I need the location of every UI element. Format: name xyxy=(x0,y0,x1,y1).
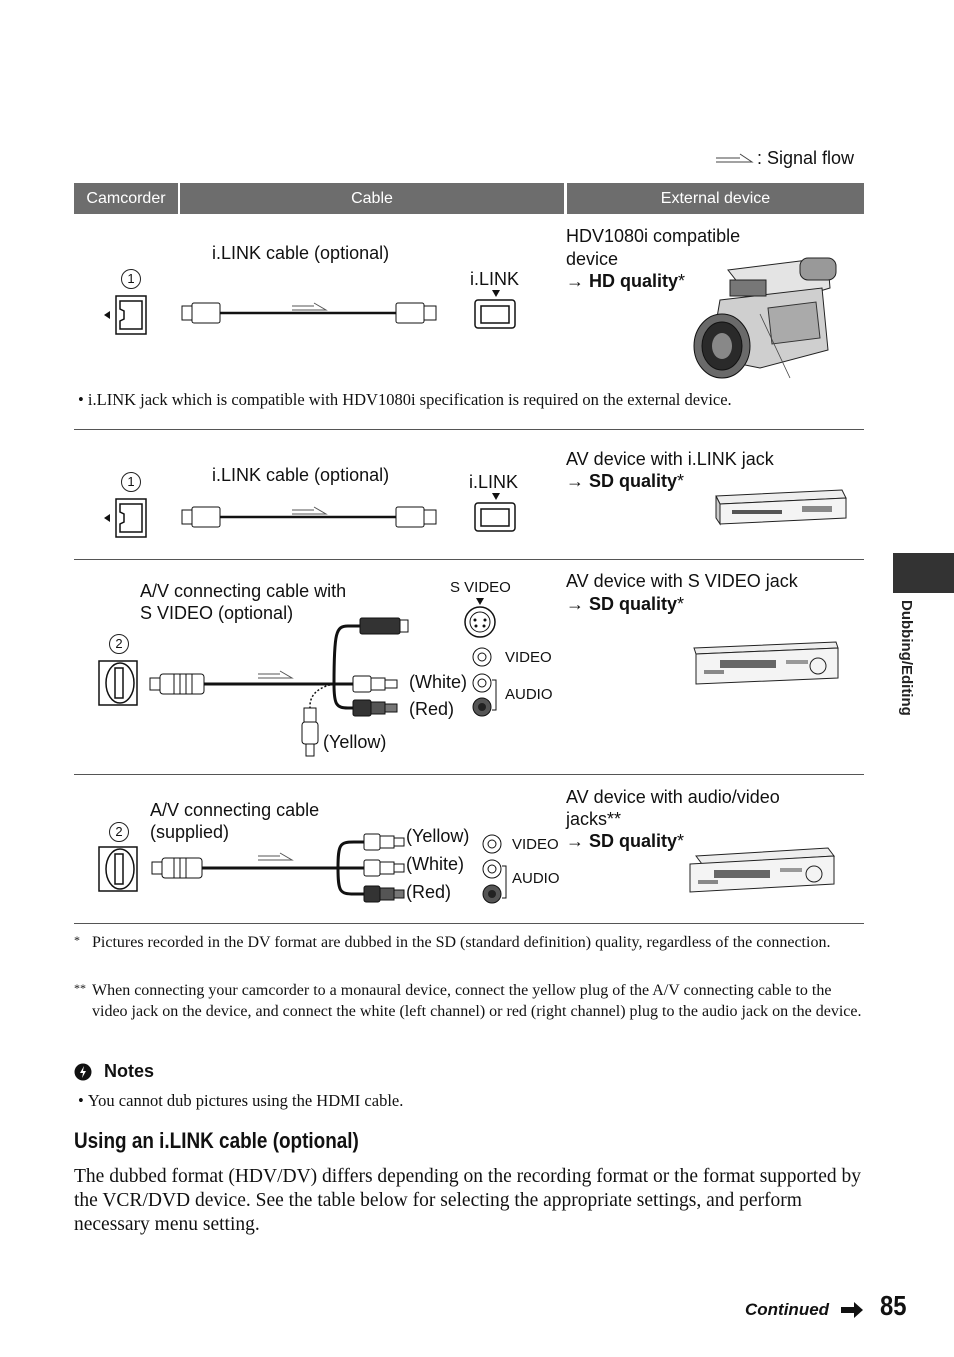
ilink-requirement-bullet: • i.LINK jack which is compatible with H… xyxy=(78,390,732,409)
quality-mark: * xyxy=(678,271,686,291)
row-divider xyxy=(74,429,864,430)
camcorder-av-jack-icon xyxy=(98,660,138,706)
notes-icon xyxy=(74,1063,92,1080)
quality: SD quality xyxy=(589,594,678,614)
side-tab-label: Dubbing/Editing xyxy=(898,600,915,716)
device-ilink-jack-icon xyxy=(474,493,516,532)
vcr-illustration-icon xyxy=(689,847,835,893)
section-body: The dubbed format (HDV/DV) differs depen… xyxy=(74,1166,861,1235)
device-name: HDV1080i compatible xyxy=(566,226,741,246)
dvd-player-illustration-icon xyxy=(715,489,847,526)
av-cable-icon xyxy=(151,833,405,903)
quality-line: → SD quality* xyxy=(566,593,684,615)
continued-label: Continued xyxy=(745,1300,830,1319)
video-jack-label: VIDEO xyxy=(512,836,559,853)
device-name: AV device with audio/video xyxy=(566,787,780,807)
quality-line: → SD quality* xyxy=(566,470,684,492)
signal-flow-arrow-icon xyxy=(716,153,754,163)
white-plug-label: (White) xyxy=(406,854,464,874)
quality-mark: * xyxy=(677,831,685,851)
red-plug-label: (Red) xyxy=(406,882,452,902)
cable-label: A/V connecting cable with xyxy=(140,581,347,601)
device-name: AV device with S VIDEO jack xyxy=(566,571,798,591)
audio-jack-label: AUDIO xyxy=(512,870,560,887)
note-item: • You cannot dub pictures using the HDMI… xyxy=(78,1091,404,1110)
camcorder-ilink-jack-icon xyxy=(104,498,147,538)
arrow-right-icon: → xyxy=(566,831,584,851)
signal-flow-legend: : Signal flow xyxy=(757,148,855,168)
arrow-right-icon: → xyxy=(566,271,584,291)
camcorder-av-jack-icon xyxy=(98,846,138,892)
header-external-device: External device xyxy=(567,183,864,214)
device-name-2: device xyxy=(566,249,619,269)
video-jack-label: VIDEO xyxy=(505,649,552,666)
device-ilink-jack-icon xyxy=(474,290,516,329)
audio-jack-label: AUDIO xyxy=(505,686,553,703)
notes-heading: Notes xyxy=(74,1061,154,1082)
cable-label: i.LINK cable (optional) xyxy=(212,465,390,485)
quality-mark: * xyxy=(677,471,685,491)
quality: HD quality xyxy=(589,271,679,291)
quality-mark: * xyxy=(677,594,685,614)
device-name: AV device with i.LINK jack xyxy=(566,449,774,469)
yellow-plug-label: (Yellow) xyxy=(323,732,387,752)
row-divider xyxy=(74,774,864,775)
header-camcorder: Camcorder xyxy=(74,183,178,214)
section-title: Using an i.LINK cable (optional) xyxy=(74,1128,359,1153)
yellow-plug-label: (Yellow) xyxy=(406,826,470,846)
jack-label: i.LINK xyxy=(469,472,519,492)
continued-arrow-icon xyxy=(841,1302,863,1318)
svideo-label: S VIDEO xyxy=(450,579,511,596)
camcorder-ilink-jack-icon xyxy=(104,295,147,335)
device-av-jacks-icon xyxy=(482,834,507,904)
row-divider xyxy=(74,923,864,924)
arrow-right-icon: → xyxy=(566,594,584,614)
white-plug-label: (White) xyxy=(409,672,467,692)
footnote-1: * Pictures recorded in the DV format are… xyxy=(74,933,831,951)
quality: SD quality xyxy=(589,471,678,491)
step-number: 1 xyxy=(121,269,141,289)
row-divider xyxy=(74,559,864,560)
arrow-right-icon: → xyxy=(566,471,584,491)
quality-line: → SD quality* xyxy=(566,830,684,852)
cable-label-2: S VIDEO (optional) xyxy=(140,603,294,623)
av-svideo-cable-icon xyxy=(149,617,409,757)
step-number: 2 xyxy=(109,822,129,842)
page-number: 85 xyxy=(880,1290,907,1321)
quality: SD quality xyxy=(589,831,678,851)
ilink-cable-icon xyxy=(181,506,437,528)
step-number: 1 xyxy=(121,472,141,492)
device-name-2: jacks** xyxy=(566,809,622,829)
red-plug-label: (Red) xyxy=(409,699,455,719)
header-cable: Cable xyxy=(180,183,564,214)
vcr-illustration-icon xyxy=(693,641,839,685)
cable-label: i.LINK cable (optional) xyxy=(212,243,390,263)
device-av-jacks-icon xyxy=(464,598,497,717)
footnote-2: ** When connecting your camcorder to a m… xyxy=(74,981,862,1020)
step-number: 2 xyxy=(109,634,129,654)
jack-label: i.LINK xyxy=(470,269,520,289)
cable-label-2: (supplied) xyxy=(150,822,230,842)
cable-label: A/V connecting cable xyxy=(150,800,320,820)
side-tab-marker xyxy=(893,553,954,593)
ilink-cable-icon xyxy=(181,302,437,324)
hdv-camcorder-illustration-icon xyxy=(693,257,837,379)
quality-line: → HD quality* xyxy=(566,270,685,292)
